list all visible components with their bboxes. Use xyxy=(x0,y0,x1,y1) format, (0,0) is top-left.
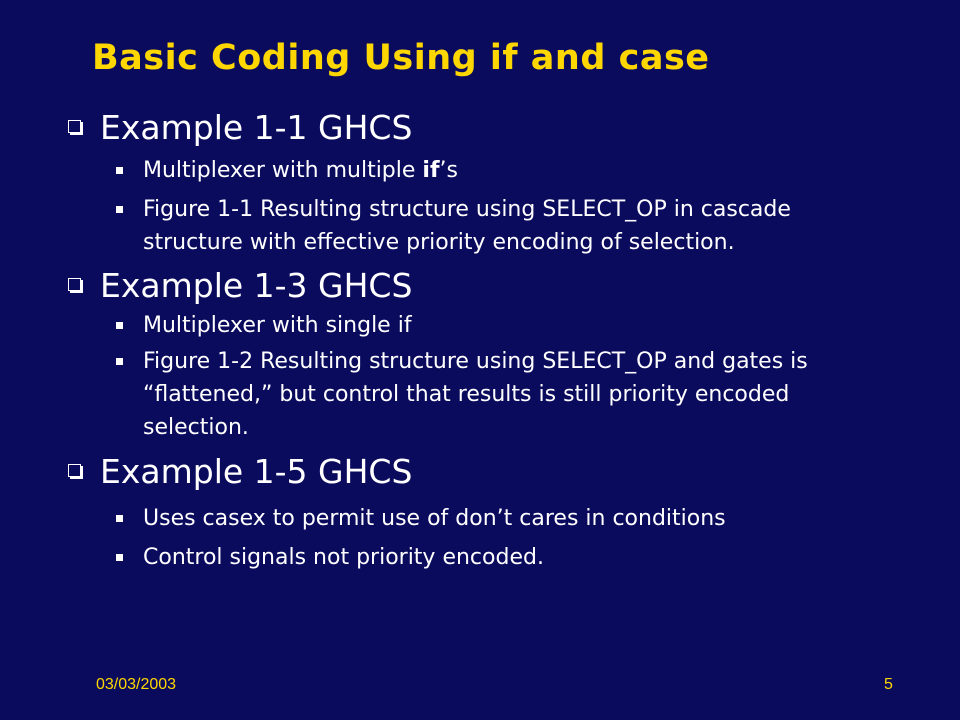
list-item: Figure 1-2 Resulting structure using SEL… xyxy=(116,345,863,444)
section-heading-example-1-5: Example 1-5 GHCS xyxy=(68,452,412,491)
footer-date: 03/03/2003 xyxy=(96,676,177,693)
list-item: Figure 1-1 Resulting structure using SEL… xyxy=(116,193,863,259)
square-bullet-icon xyxy=(68,120,81,133)
list-item: Multiplexer with single if xyxy=(116,309,863,342)
page-number: 5 xyxy=(884,676,893,693)
square-bullet-icon xyxy=(116,322,123,329)
list-item: Multiplexer with multiple if’s xyxy=(116,154,863,187)
section-heading-example-1-3: Example 1-3 GHCS xyxy=(68,266,412,305)
list-item: Control signals not priority encoded. xyxy=(116,541,863,574)
list-item: Uses casex to permit use of don’t cares … xyxy=(116,502,863,535)
slide-title: Basic Coding Using if and case xyxy=(92,38,710,78)
square-bullet-icon xyxy=(116,515,123,522)
square-bullet-icon xyxy=(68,278,81,291)
square-bullet-icon xyxy=(116,554,123,561)
square-bullet-icon xyxy=(116,358,123,365)
section-heading-example-1-1: Example 1-1 GHCS xyxy=(68,108,412,147)
square-bullet-icon xyxy=(116,206,123,213)
square-bullet-icon xyxy=(116,167,123,174)
square-bullet-icon xyxy=(68,464,81,477)
